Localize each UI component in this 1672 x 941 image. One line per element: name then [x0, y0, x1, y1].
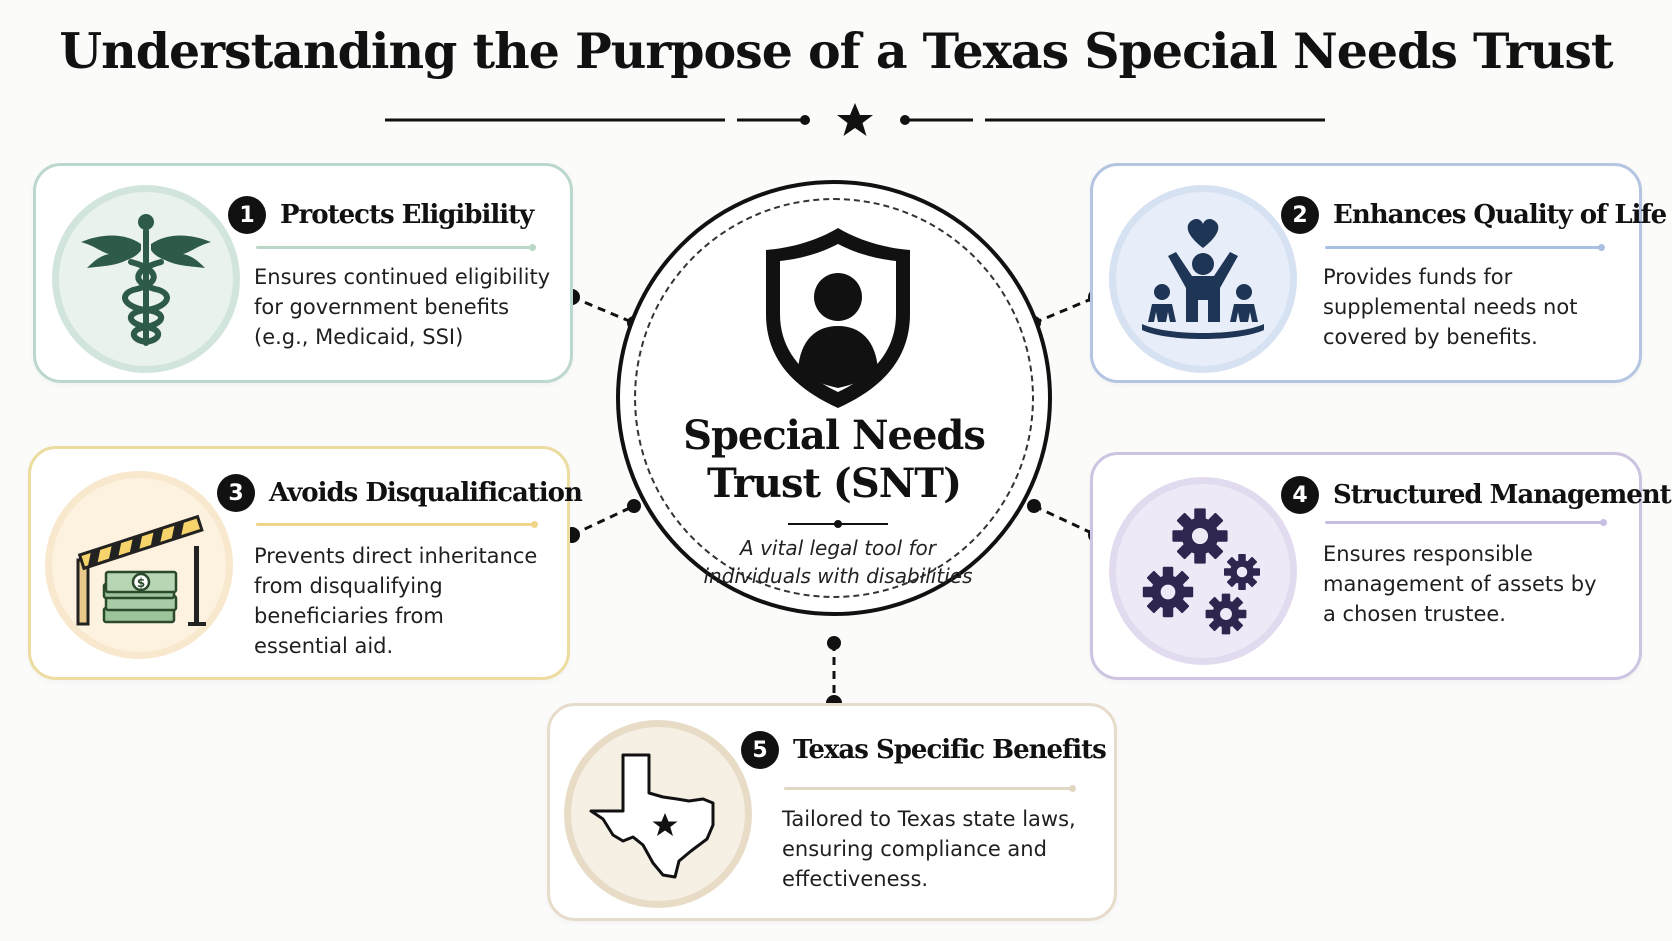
card-3-desc-line: from disqualifying: [254, 574, 443, 598]
caduceus-icon: [81, 214, 211, 346]
card-5-desc-line: Tailored to Texas state laws,: [782, 807, 1076, 831]
card-1-desc-line: for government benefits: [254, 295, 510, 319]
card-1-description: Ensures continued eligibility for govern…: [254, 262, 554, 352]
title-divider: [385, 103, 1325, 136]
card-3-description: Prevents direct inheritance from disqual…: [254, 541, 554, 661]
center-circle: Special Needs Trust (SNT) A vital legal …: [616, 180, 1052, 616]
card-3-header: 3 Avoids Disqualification: [217, 474, 583, 512]
card-texas-specific-benefits: 5 Texas Specific Benefits Tailored to Te…: [547, 703, 1117, 921]
card-3-desc-line: beneficiaries from: [254, 604, 444, 628]
card-3-desc-line: essential aid.: [254, 634, 394, 658]
card-5-title: Texas Specific Benefits: [793, 735, 1107, 765]
card-4-description: Ensures responsible management of assets…: [1323, 539, 1623, 629]
star-icon: [652, 813, 678, 836]
card-avoids-disqualification: $ 3 Avoids Disqualification Prevents dir…: [28, 446, 583, 680]
card-1-rule: [256, 244, 536, 251]
card-2-rule: [1325, 244, 1605, 251]
center-title-line1: Special Needs: [683, 412, 986, 459]
card-5-rule: [784, 785, 1076, 792]
card-2-desc-line: supplemental needs not: [1323, 295, 1578, 319]
card-2-desc-line: covered by benefits.: [1323, 325, 1538, 349]
card-4-desc-line: a chosen trustee.: [1323, 602, 1506, 626]
card-5-header: 5 Texas Specific Benefits: [741, 731, 1107, 769]
center-divider: [788, 520, 888, 528]
card-4-desc-line: Ensures responsible: [1323, 542, 1533, 566]
card-4-desc-line: management of assets by: [1323, 572, 1597, 596]
card-2-number-badge: 2: [1281, 196, 1319, 234]
center-title-line2: Trust (SNT): [707, 460, 962, 507]
page-title: Understanding the Purpose of a Texas Spe…: [59, 22, 1613, 80]
center-subtitle: A vital legal tool for individuals with …: [670, 534, 1006, 590]
svg-text:$: $: [137, 576, 145, 590]
card-2-icon-circle: [1109, 185, 1297, 373]
card-1-header: 1 Protects Eligibility: [228, 196, 534, 234]
card-5-number-badge: 5: [741, 731, 779, 769]
card-3-icon-circle: $: [45, 471, 233, 659]
texas-map-icon: [589, 753, 715, 879]
center-title: Special Needs Trust (SNT): [620, 412, 1048, 508]
card-3-number-badge: 3: [217, 474, 255, 512]
card-1-desc-line: Ensures continued eligibility: [254, 265, 551, 289]
card-protects-eligibility: 1 Protects Eligibility Ensures continued…: [33, 163, 573, 383]
card-4-title: Structured Management: [1333, 480, 1672, 510]
card-4-rule: [1325, 519, 1607, 526]
card-3-rule: [256, 521, 538, 528]
card-structured-management: 4 Structured Management Ensures responsi…: [1090, 452, 1672, 680]
card-4-number-badge: 4: [1281, 476, 1319, 514]
card-1-number-badge: 1: [228, 196, 266, 234]
card-1-desc-line: (e.g., Medicaid, SSI): [254, 325, 464, 349]
center-inner-ring: [634, 198, 1034, 598]
card-5-desc-line: ensuring compliance and: [782, 837, 1047, 861]
card-4-icon-circle: [1109, 477, 1297, 665]
shield-person-icon: [766, 228, 910, 408]
card-1-icon-circle: [52, 185, 240, 373]
card-5-desc-line: effectiveness.: [782, 867, 929, 891]
card-5-description: Tailored to Texas state laws, ensuring c…: [782, 804, 1082, 894]
card-4-header: 4 Structured Management: [1281, 476, 1672, 514]
center-subtitle-line1: A vital legal tool for: [740, 536, 936, 560]
card-3-desc-line: Prevents direct inheritance: [254, 544, 538, 568]
gears-icon: [1142, 508, 1260, 635]
card-2-title: Enhances Quality of Life: [1333, 200, 1667, 230]
card-2-header: 2 Enhances Quality of Life: [1281, 196, 1667, 234]
center-subtitle-line2: individuals with disabilities: [703, 564, 973, 588]
card-5-icon-circle: [564, 720, 752, 908]
family-heart-icon: [1142, 218, 1264, 339]
card-2-description: Provides funds for supplemental needs no…: [1323, 262, 1623, 352]
card-3-title: Avoids Disqualification: [269, 478, 583, 508]
card-2-desc-line: Provides funds for: [1323, 265, 1513, 289]
card-enhances-quality-of-life: 2 Enhances Quality of Life Provides fund…: [1090, 163, 1667, 383]
barrier-money-icon: $: [76, 514, 206, 626]
card-1-title: Protects Eligibility: [280, 200, 534, 230]
star-icon: [837, 103, 873, 136]
